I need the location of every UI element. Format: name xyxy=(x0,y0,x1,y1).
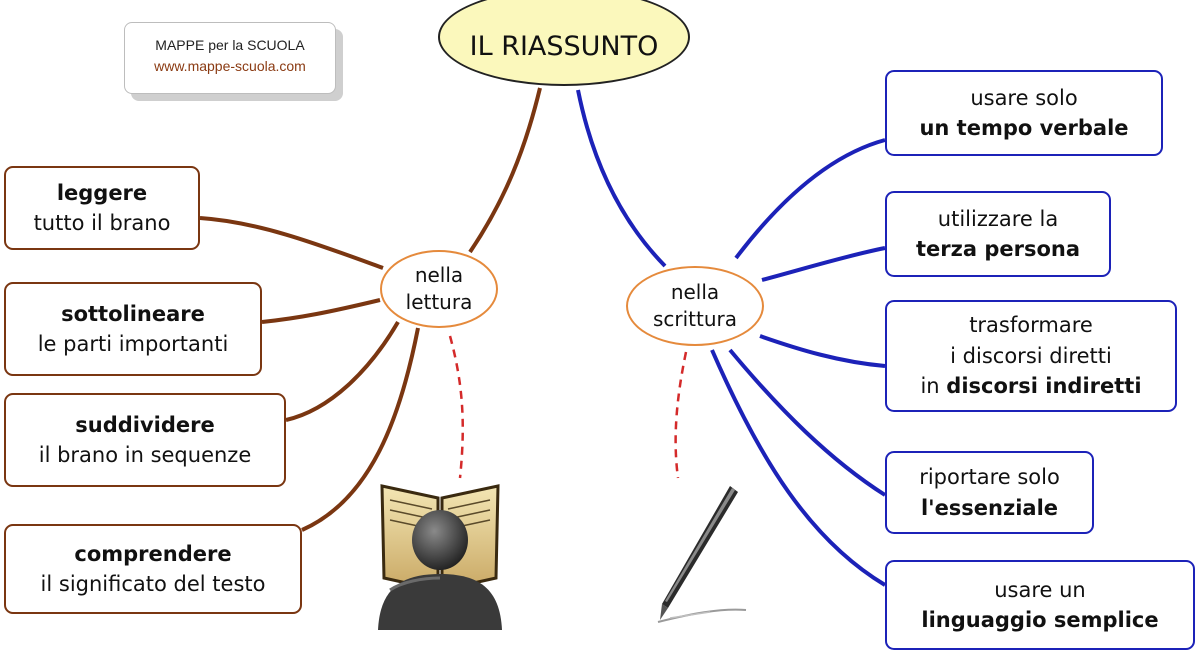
link-lettura-suddividere xyxy=(285,320,400,422)
dashed-link-pen xyxy=(674,351,688,479)
node-prefix: in xyxy=(920,374,947,399)
hub-lettura-line2: lettura xyxy=(405,290,473,314)
link-scrittura-discorsi xyxy=(759,334,886,368)
node-discorsi-indiretti: trasformare i discorsi diretti in discor… xyxy=(885,300,1177,412)
connector-lines xyxy=(199,87,887,587)
hub-scrittura-line2: scrittura xyxy=(652,307,738,331)
node-text: il brano in sequenze xyxy=(38,443,252,467)
node-bold: sottolineare xyxy=(61,301,205,326)
node-bold: terza persona xyxy=(915,237,1081,261)
link-lettura-comprendere xyxy=(301,327,420,532)
node-text: utilizzare la xyxy=(937,206,1059,231)
node-bold: comprendere xyxy=(74,541,232,566)
link-scrittura-linguaggio xyxy=(710,349,887,587)
reading-person-icon xyxy=(378,484,502,630)
node-leggere: leggere tutto il brano xyxy=(4,166,200,250)
node-text: trasformare xyxy=(969,313,1093,338)
node-text-2: i discorsi diretti xyxy=(950,343,1112,368)
credit-box: MAPPE per la SCUOLA www.mappe-scuola.com xyxy=(124,22,336,94)
credit-line-1: MAPPE per la SCUOLA xyxy=(155,37,305,53)
node-sottolineare: sottolineare le parti importanti xyxy=(4,282,262,376)
node-bold: linguaggio semplice xyxy=(921,608,1159,632)
node-comprendere: comprendere il significato del testo xyxy=(4,524,302,614)
node-text: tutto il brano xyxy=(33,211,171,235)
link-scrittura-tempo xyxy=(734,138,886,260)
node-text: usare solo xyxy=(970,85,1078,110)
node-text: riportare solo xyxy=(919,465,1060,490)
node-bold: discorsi indiretti xyxy=(946,374,1142,399)
node-tempo-verbale: usare solo un tempo verbale xyxy=(885,70,1163,156)
title-text: IL RIASSUNTO xyxy=(469,30,659,62)
node-text: usare un xyxy=(994,577,1086,602)
link-lettura-sottolineare xyxy=(261,298,381,324)
dashed-link-reader xyxy=(448,335,465,479)
node-bold: l'essenziale xyxy=(920,495,1059,520)
hub-scrittura: nella scrittura xyxy=(626,266,764,346)
node-line-3: in discorsi indiretti xyxy=(920,371,1141,401)
node-text: il significato del testo xyxy=(40,572,266,596)
link-lettura-leggere xyxy=(199,216,384,270)
pen-icon xyxy=(657,486,747,623)
link-scrittura-essenziale xyxy=(728,348,887,497)
node-bold: suddividere xyxy=(75,412,215,437)
node-essenziale: riportare solo l'essenziale xyxy=(885,451,1094,534)
node-suddividere: suddividere il brano in sequenze xyxy=(4,393,286,487)
node-terza-persona: utilizzare la terza persona xyxy=(885,191,1111,277)
link-scrittura-persona xyxy=(761,246,886,282)
link-title-scrittura xyxy=(576,89,667,268)
hub-scrittura-line1: nella xyxy=(670,280,720,304)
node-bold: un tempo verbale xyxy=(919,116,1129,140)
hub-lettura: nella lettura xyxy=(380,250,498,328)
node-text: le parti importanti xyxy=(37,332,229,356)
credit-line-2: www.mappe-scuola.com xyxy=(154,58,306,74)
link-title-lettura xyxy=(468,87,542,254)
node-linguaggio-semplice: usare un linguaggio semplice xyxy=(885,560,1195,650)
node-bold: leggere xyxy=(56,180,148,205)
hub-lettura-line1: nella xyxy=(414,263,464,287)
title-node: IL RIASSUNTO xyxy=(438,0,690,86)
